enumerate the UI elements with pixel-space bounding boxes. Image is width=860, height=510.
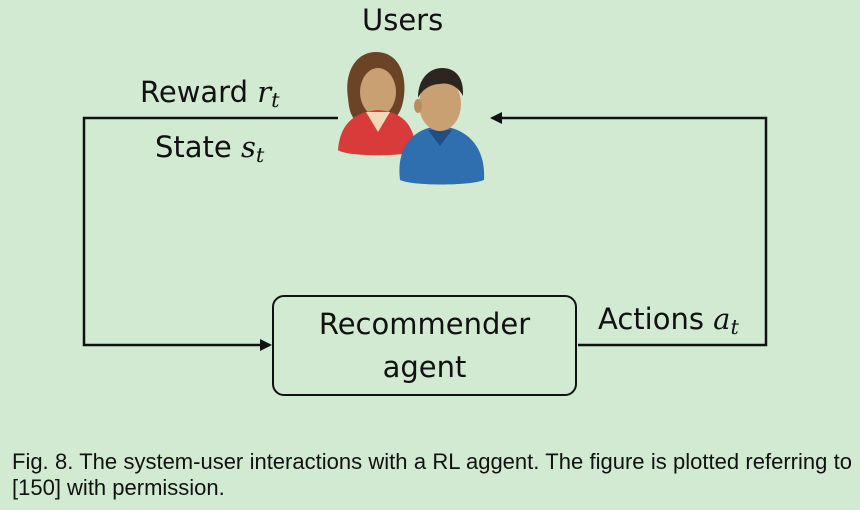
reward-subscript: t — [271, 88, 280, 113]
actions-symbol: a — [713, 302, 731, 336]
state-text: State — [155, 130, 241, 164]
actions-text: Actions — [598, 302, 714, 336]
recommender-agent-box: Recommender agent — [272, 295, 577, 396]
state-subscript: t — [255, 143, 265, 168]
state-symbol: s — [240, 130, 256, 164]
reward-label: Reward rt — [140, 78, 279, 111]
reward-text: Reward — [140, 75, 258, 109]
users-title: Users — [362, 3, 444, 37]
action-arrow — [490, 112, 768, 347]
state-label: State st — [155, 133, 264, 166]
female-user-icon — [338, 52, 416, 156]
recommender-agent-label: Recommender agent — [318, 306, 531, 384]
actions-subscript: t — [730, 315, 739, 340]
figure-caption: Fig. 8. The system-user interactions wit… — [12, 449, 852, 500]
users-icon — [338, 52, 485, 185]
actions-label: Actions at — [598, 305, 739, 338]
feedback-arrow — [82, 116, 338, 351]
reward-symbol: r — [257, 75, 272, 109]
male-user-icon — [399, 68, 485, 185]
